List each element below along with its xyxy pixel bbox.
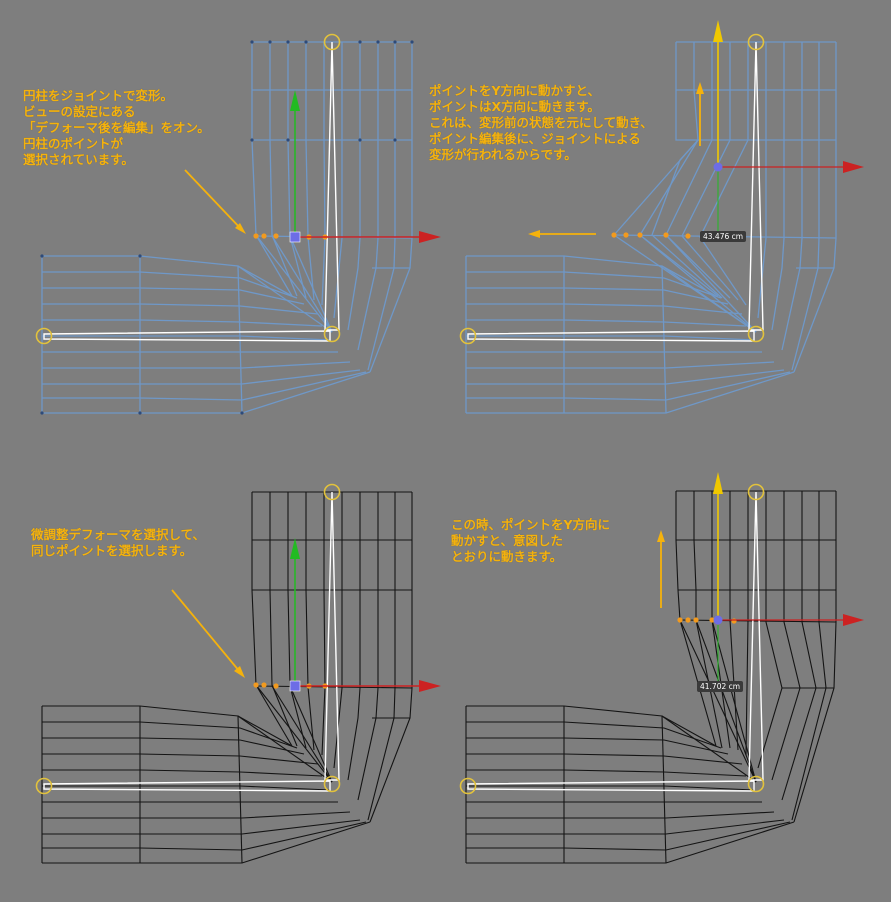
panel-1-note: 円柱をジョイントで変形。 ビューの設定にある 「デフォーマ後を編集」をオン。 円… [23,88,210,167]
x-axis-arrowhead[interactable] [419,231,441,243]
move-center-handle[interactable] [713,162,723,172]
panel-4-viewport [459,472,864,864]
panel-4-distance-readout: 41.702 cm [697,681,744,692]
callout-arrowhead [235,223,246,234]
panel-2-note: ポイントをY方向に動かすと、 ポイントはX方向に動きます。 これは、変形前の状態… [429,83,653,162]
callout-arrow [184,169,243,231]
panel-2-distance-readout: 43.476 cm [700,231,747,242]
selected-points[interactable] [611,232,691,239]
move-center-handle[interactable] [289,680,301,692]
panel-3-viewport [35,483,441,864]
y-axis-arrowhead[interactable] [713,20,723,42]
drag-y-arrowhead [696,82,704,94]
drag-y-arrowhead [657,530,665,542]
move-center-handle[interactable] [289,231,301,243]
panel-3-note: 微調整デフォーマを選択して、 同じポイントを選択します。 [31,527,206,558]
y-axis-arrowhead[interactable] [290,538,300,559]
mesh-vertex-dots [40,40,414,415]
y-axis-arrowhead[interactable] [290,90,300,111]
panel-2-viewport [459,20,864,414]
callout-arrow [171,589,241,673]
shift-x-arrowhead [528,230,540,238]
panel-4-note: この時、ポイントをY方向に 動かすと、意図した とおりに動きます。 [451,517,611,564]
x-axis-arrowhead[interactable] [419,680,441,692]
callout-arrowhead [234,666,245,678]
x-axis-arrowhead[interactable] [843,614,864,626]
y-axis-arrowhead[interactable] [713,472,723,494]
x-axis-arrowhead[interactable] [843,161,864,173]
panel-1-viewport [35,33,441,415]
move-center-handle[interactable] [713,615,723,625]
selected-points[interactable] [677,617,737,624]
